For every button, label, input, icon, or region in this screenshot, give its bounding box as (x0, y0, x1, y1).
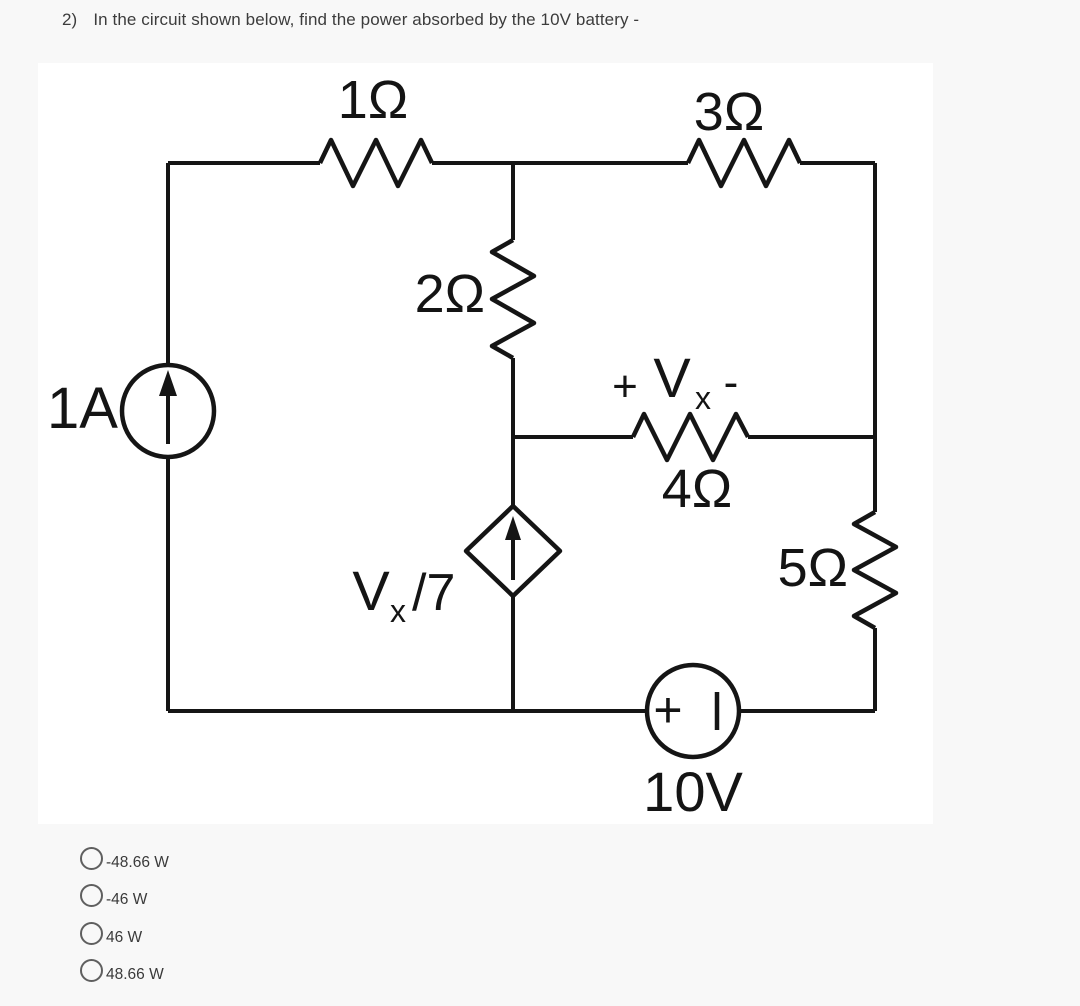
option-row-3[interactable]: 46 W (80, 922, 142, 947)
option-label: 48.66 W (106, 966, 164, 983)
question-number: 2) (62, 10, 78, 29)
option-label: -46 W (106, 891, 148, 908)
question-text: In the circuit shown below, find the pow… (93, 10, 640, 29)
circuit-panel (38, 63, 933, 824)
option-label: 46 W (106, 929, 143, 946)
radio-button-icon[interactable] (80, 922, 103, 945)
option-label: -48.66 W (106, 854, 169, 871)
option-row-1[interactable]: -48.66 W (80, 847, 169, 872)
radio-button-icon[interactable] (80, 884, 103, 907)
radio-button-icon[interactable] (80, 959, 103, 982)
radio-button-icon[interactable] (80, 847, 103, 870)
option-row-2[interactable]: -46 W (80, 884, 147, 909)
question: 2) In the circuit shown below, find the p… (62, 10, 639, 30)
option-row-4[interactable]: 48.66 W (80, 959, 164, 984)
